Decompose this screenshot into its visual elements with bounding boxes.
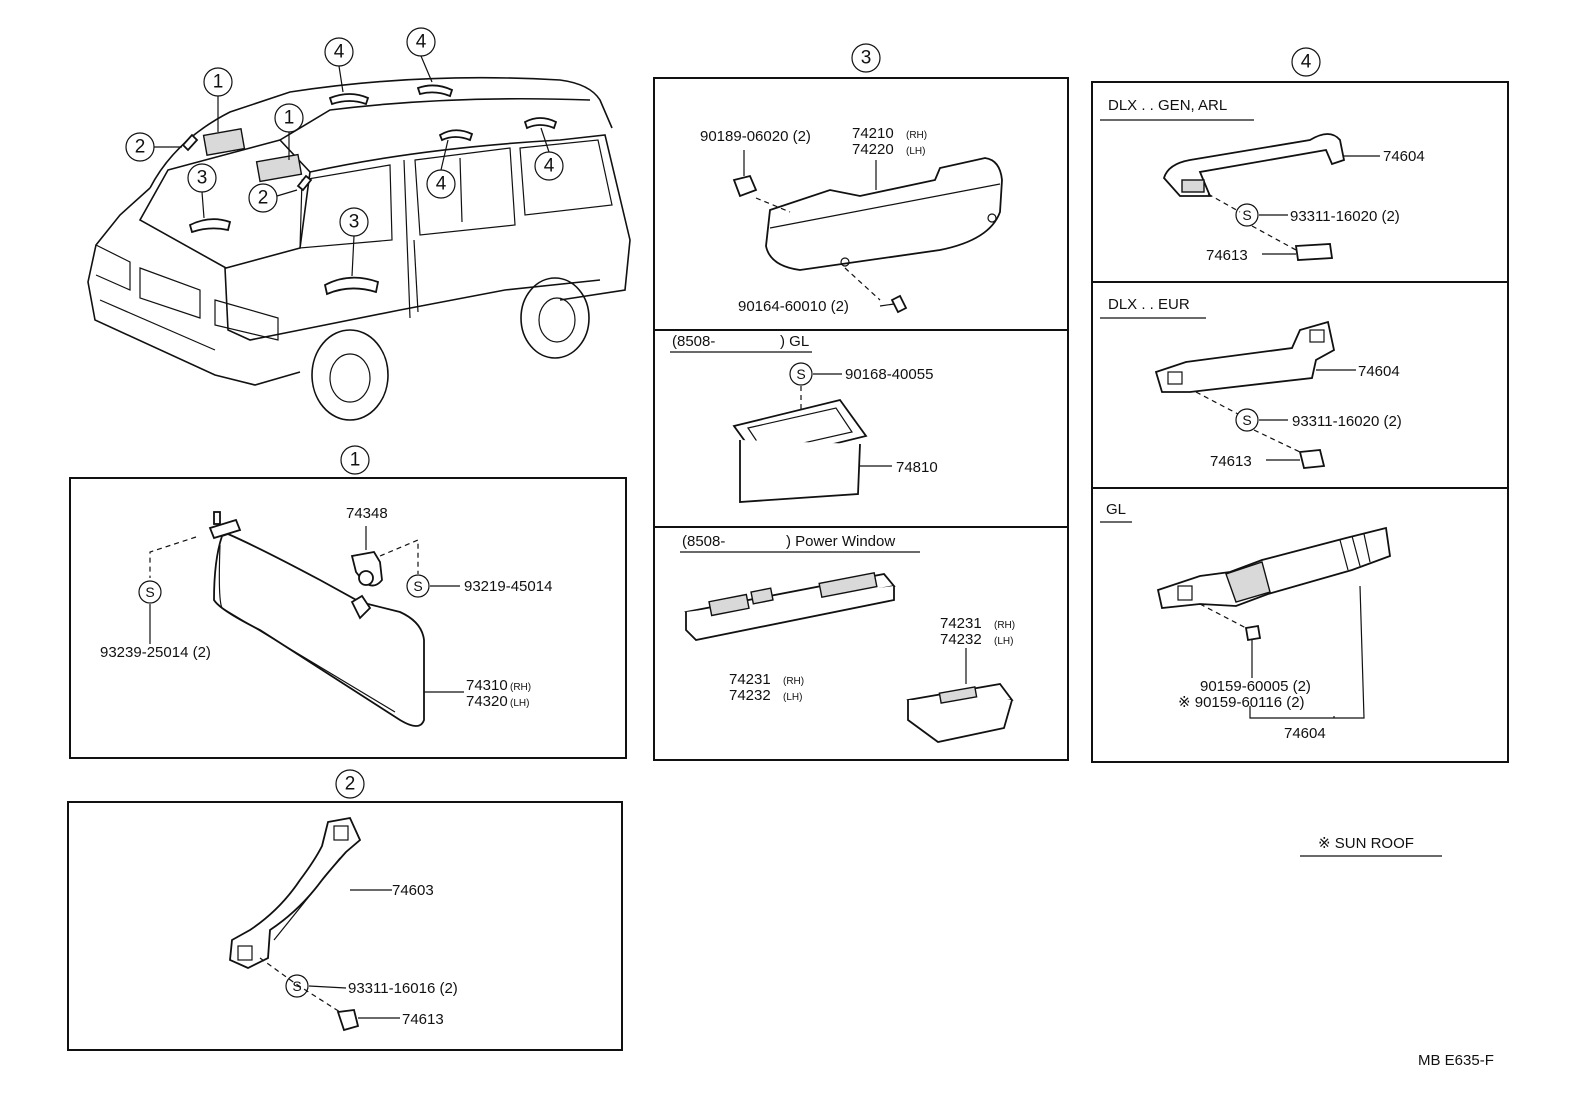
label-74310: 74310	[466, 677, 508, 694]
gl-roof-header: GL	[1106, 501, 1126, 518]
callout-4: 4	[544, 156, 555, 177]
svg-text:S: S	[1242, 207, 1251, 223]
callout-1: 1	[213, 72, 224, 93]
label-74232-base: 74232	[729, 687, 771, 704]
label-74613: 74613	[402, 1011, 444, 1028]
callout-4: 4	[436, 174, 447, 195]
gl-header-end: ) GL	[780, 333, 809, 350]
van-callouts: 1 1 2 2 3 3 4 4 4 4	[125, 27, 564, 277]
label-93239-25014: 93239-25014 (2)	[100, 644, 211, 661]
section-2-number: 2	[345, 774, 356, 795]
legend: ※ SUN ROOF	[1300, 835, 1442, 857]
label-90164-60010: 90164-60010 (2)	[738, 298, 849, 315]
label-93311-16016: 93311-16016 (2)	[348, 980, 458, 997]
label-93311-16020-eur: 93311-16020 (2)	[1292, 413, 1402, 430]
svg-text:(RH): (RH)	[994, 620, 1015, 631]
label-74604-gen: 74604	[1383, 148, 1425, 165]
gl-header-start: (8508-	[672, 333, 715, 350]
pw-header-end: ) Power Window	[786, 533, 895, 550]
svg-text:S: S	[292, 978, 301, 994]
armrest-part	[765, 157, 1003, 271]
svg-text:(LH): (LH)	[906, 146, 925, 157]
svg-text:(LH): (LH)	[783, 692, 802, 703]
section-4-number: 4	[1301, 52, 1312, 73]
sun-visor-part	[213, 533, 425, 727]
label-90189-06020: 90189-06020 (2)	[700, 128, 811, 145]
callout-1: 1	[284, 108, 295, 129]
label-74232-panel: 74232	[940, 631, 982, 648]
label-74603: 74603	[392, 882, 434, 899]
label-90159-60116: ※ 90159-60116 (2)	[1178, 694, 1305, 711]
label-74604-gl: 74604	[1284, 725, 1326, 742]
svg-text:S: S	[1242, 412, 1251, 428]
label-74604-eur: 74604	[1358, 363, 1400, 380]
van-overview	[87, 76, 631, 421]
svg-text:(RH): (RH)	[906, 130, 927, 141]
callout-4: 4	[416, 32, 427, 53]
section-arm-rest: 3 90189-06020 (2) 74210 (RH) 74220 (LH) …	[653, 43, 1069, 761]
grip-74604-eur	[1154, 320, 1336, 393]
svg-text:S: S	[145, 584, 154, 600]
callout-3: 3	[197, 168, 208, 189]
section-4-box	[1091, 81, 1509, 763]
strap-grip-74604-gl	[1156, 526, 1391, 609]
label-93219-45014: 93219-45014	[464, 578, 552, 595]
label-74613-eur: 74613	[1210, 453, 1252, 470]
svg-text:(LH): (LH)	[510, 698, 529, 709]
svg-text:(RH): (RH)	[783, 676, 804, 687]
svg-text:(LH): (LH)	[994, 636, 1013, 647]
cap-74613	[336, 1009, 360, 1032]
dlx-gen-header: DLX . . GEN, ARL	[1108, 97, 1227, 114]
label-74348: 74348	[346, 505, 388, 522]
pw-header-start: (8508-	[682, 533, 725, 550]
callout-2: 2	[258, 188, 269, 209]
clip-part	[732, 174, 758, 198]
label-74613-gen: 74613	[1206, 247, 1248, 264]
label-74231-panel: 74231	[940, 615, 982, 632]
callout-4: 4	[334, 42, 345, 63]
section-1-number: 1	[350, 450, 361, 471]
svg-text:S: S	[796, 366, 805, 382]
section-2-box	[67, 801, 623, 1051]
section-3-number: 3	[861, 48, 872, 69]
cap-74613-eur	[1298, 449, 1326, 469]
grip-74604-gen	[1162, 133, 1346, 197]
dlx-eur-header: DLX . . EUR	[1108, 296, 1190, 313]
label-74231-base: 74231	[729, 671, 771, 688]
callout-2: 2	[135, 137, 146, 158]
section-3-box	[653, 77, 1069, 761]
section-assist-grip-roof: 4 DLX . . GEN, ARL 74604 S 93311-16020 (…	[1091, 47, 1509, 763]
section-assist-grip-front: 2 S 74603 93311-16016 (2) 74613	[67, 769, 623, 1051]
label-93311-16020-gen: 93311-16020 (2)	[1290, 208, 1400, 225]
callout-3: 3	[349, 212, 360, 233]
label-74810: 74810	[896, 459, 938, 476]
label-90168-40055: 90168-40055	[845, 366, 933, 383]
section-sun-visor: 1 S S 74348 93219-45014 93239-25014 (2) …	[69, 445, 627, 759]
diagram-code: MB E635-F	[1418, 1052, 1494, 1069]
label-74210: 74210	[852, 125, 894, 142]
label-74320: 74320	[466, 693, 508, 710]
legend-sunroof: ※ SUN ROOF	[1318, 835, 1414, 852]
label-74220: 74220	[852, 141, 894, 158]
cap-74613-gen	[1294, 243, 1334, 261]
label-90159-60005: 90159-60005 (2)	[1200, 678, 1311, 695]
svg-text:S: S	[413, 578, 422, 594]
section-1-box	[69, 477, 627, 759]
svg-text:(RH): (RH)	[510, 682, 531, 693]
